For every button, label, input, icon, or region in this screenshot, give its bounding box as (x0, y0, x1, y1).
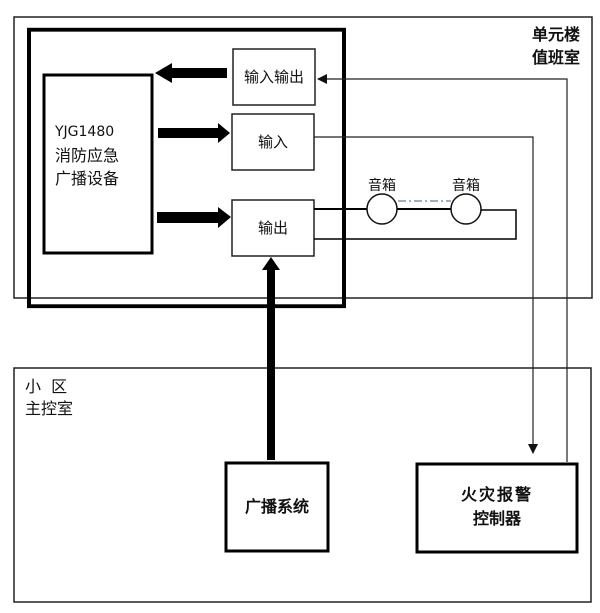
broadcast-system-label: 广播系统 (245, 497, 309, 516)
arrow-io-to-device (155, 63, 227, 83)
speaker-return-line (314, 209, 517, 240)
device-model: YJG1480 (54, 124, 114, 140)
zone-community-title-1: 小 区 (25, 377, 67, 396)
arrow-device-to-input (158, 123, 230, 143)
port-io-label: 输入输出 (244, 68, 304, 86)
zone-community-main (13, 367, 592, 603)
arrow-device-to-output (157, 207, 231, 228)
port-io-box[interactable] (232, 48, 316, 106)
speaker-2-label: 音箱 (452, 177, 480, 194)
arrow-broadcast-to-output (262, 257, 280, 460)
device-box[interactable] (42, 73, 154, 255)
zone-unit-building (13, 16, 593, 299)
zone-community-title-2: 主控室 (25, 399, 73, 418)
fire-alarm-label-2: 控制器 (473, 509, 522, 528)
line-fire-to-io (317, 74, 568, 462)
speaker-1[interactable] (366, 193, 398, 225)
fire-alarm-box[interactable] (415, 462, 579, 554)
line-input-to-fire (314, 136, 538, 454)
zone-unit-title-1: 单元楼 (532, 25, 580, 44)
port-input-label: 输入 (258, 133, 288, 151)
speaker-1-label: 音箱 (368, 177, 396, 194)
port-output-box[interactable] (231, 199, 315, 257)
speaker-2[interactable] (450, 193, 482, 225)
port-input-box[interactable] (231, 113, 315, 171)
device-name-2: 广播设备 (55, 169, 119, 188)
fire-alarm-label-1: 火灾报警 (461, 485, 533, 504)
port-output-label: 输出 (258, 219, 288, 237)
broadcast-system-box[interactable] (224, 461, 330, 553)
device-name-1: 消防应急 (55, 146, 119, 165)
zone-unit-title-2: 值班室 (532, 48, 580, 67)
equipment-frame (27, 27, 346, 309)
